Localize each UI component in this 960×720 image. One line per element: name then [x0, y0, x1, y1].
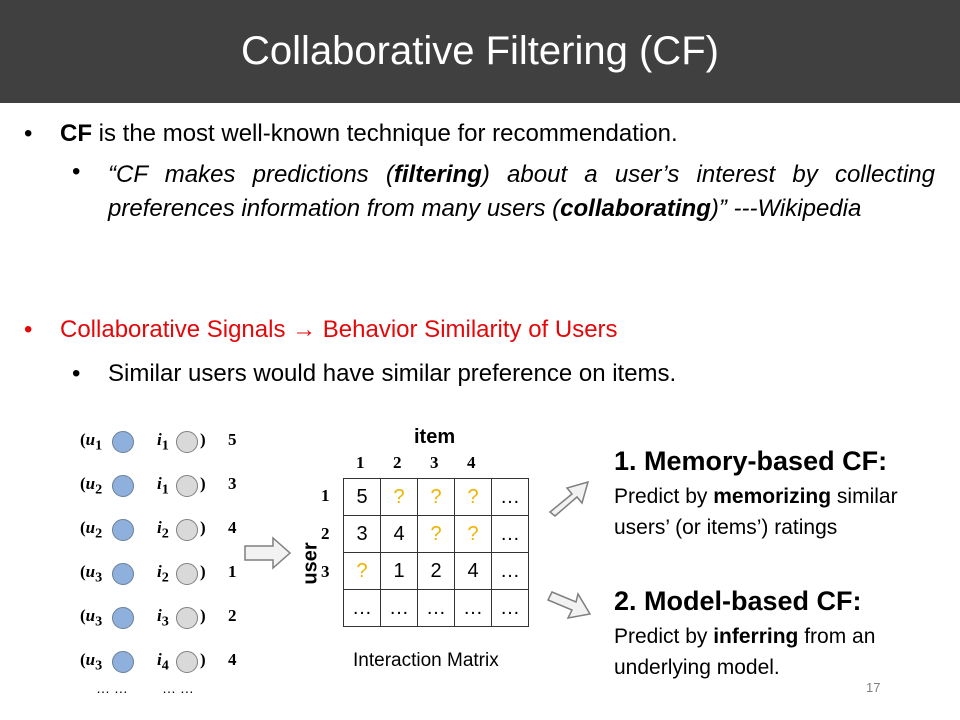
item-node-icon — [176, 563, 198, 585]
user-axis-label: user — [299, 542, 322, 585]
matrix-cell: … — [491, 589, 529, 627]
ellipsis-right: … … — [162, 680, 194, 696]
user-label: (u3 — [80, 650, 103, 674]
column-header: 1 — [356, 453, 365, 472]
rating-value: 2 — [228, 606, 237, 625]
model-cf-heading: 2. Model-based CF: — [614, 586, 862, 616]
user-node-icon — [112, 651, 134, 673]
matrix-cell: … — [380, 589, 418, 627]
matrix-cell: … — [343, 589, 381, 627]
title-bar: Collaborative Filtering (CF) — [0, 0, 960, 103]
column-header: 2 — [393, 453, 402, 472]
matrix-cell: 4 — [454, 552, 492, 590]
item-node-icon — [176, 431, 198, 453]
matrix-cell: … — [454, 589, 492, 627]
matrix-cell: ? — [417, 515, 455, 553]
user-node-icon — [112, 431, 134, 453]
rating-value: 3 — [228, 474, 237, 493]
bullet-dot-red: • — [24, 316, 33, 343]
matrix-cell: 4 — [380, 515, 418, 553]
sub-bullet-dot: • — [72, 158, 81, 185]
rating-value: 5 — [228, 430, 237, 449]
matrix-cell: 5 — [343, 478, 381, 516]
wikipedia-quote: “CF makes predictions (filtering) about … — [108, 161, 935, 222]
item-node-icon — [176, 607, 198, 629]
matrix-cell: … — [491, 552, 529, 590]
rating-value: 1 — [228, 562, 237, 581]
user-label: (u2 — [80, 518, 103, 542]
matrix-row: 5???… — [343, 478, 529, 516]
rating-value: 4 — [228, 650, 237, 669]
matrix-cell: … — [491, 515, 529, 553]
user-label: (u2 — [80, 474, 103, 498]
matrix-cell: ? — [454, 478, 492, 516]
item-label: i3 — [157, 606, 169, 630]
matrix-row: …………… — [343, 589, 529, 627]
row-header: 3 — [321, 562, 330, 581]
bullet-cf-definition: CF is the most well-known technique for … — [60, 120, 678, 148]
page-number: 17 — [866, 680, 881, 695]
memory-cf-heading: 1. Memory-based CF: — [614, 446, 888, 476]
bullet-dot: • — [24, 120, 33, 147]
user-label: (u1 — [80, 430, 103, 454]
matrix-cell: 1 — [380, 552, 418, 590]
item-label: i1 — [157, 430, 169, 454]
matrix-cell: … — [417, 589, 455, 627]
cf-definition-text: is the most well-known technique for rec… — [92, 120, 678, 147]
arrow-down-right-icon — [546, 591, 592, 620]
collaborative-signals-heading: Collaborative Signals → Behavior Similar… — [60, 316, 618, 343]
user-node-icon — [112, 519, 134, 541]
user-node-icon — [112, 563, 134, 585]
matrix-cell: … — [491, 478, 529, 516]
column-header: 4 — [467, 453, 476, 472]
matrix-caption: Interaction Matrix — [353, 650, 499, 671]
quote-collaborating: collaborating — [560, 195, 711, 222]
cf-bold-term: CF — [60, 120, 92, 147]
sub-bullet-dot: • — [72, 360, 81, 387]
item-label: i4 — [157, 650, 169, 674]
slide-title: Collaborative Filtering (CF) — [241, 29, 719, 73]
user-label: (u3 — [80, 562, 103, 586]
user-node-icon — [112, 475, 134, 497]
matrix-cell: 3 — [343, 515, 381, 553]
matrix-cell: ? — [454, 515, 492, 553]
row-header: 2 — [321, 524, 330, 543]
item-label: i2 — [157, 562, 169, 586]
item-label: i1 — [157, 474, 169, 498]
memory-cf-description: Predict by memorizing similar users’ (or… — [614, 485, 898, 539]
rating-value: 4 — [228, 518, 237, 537]
matrix-cell: 2 — [417, 552, 455, 590]
item-axis-label: item — [414, 426, 456, 448]
column-header: 3 — [430, 453, 439, 472]
item-node-icon — [176, 519, 198, 541]
ellipsis-left: … … — [96, 680, 128, 696]
user-node-icon — [112, 607, 134, 629]
right-arrow-icon — [244, 536, 292, 570]
user-label: (u3 — [80, 606, 103, 630]
row-header: 1 — [321, 486, 330, 505]
arrow-up-right-icon — [548, 480, 590, 517]
item-node-icon — [176, 475, 198, 497]
model-cf-description: Predict by inferring from an underlying … — [614, 625, 876, 679]
matrix-cell: ? — [417, 478, 455, 516]
quote-filtering: filtering — [393, 161, 482, 188]
matrix-cell: ? — [343, 552, 381, 590]
matrix-cell: ? — [380, 478, 418, 516]
item-node-icon — [176, 651, 198, 673]
item-label: i2 — [157, 518, 169, 542]
similar-users-text: Similar users would have similar prefere… — [108, 360, 677, 387]
